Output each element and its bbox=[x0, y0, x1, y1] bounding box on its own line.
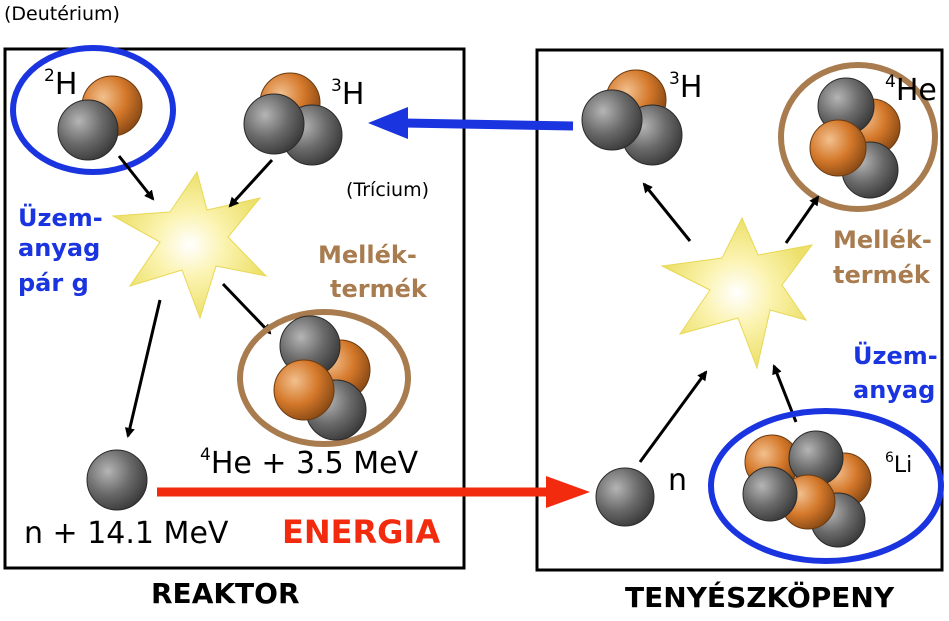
helium-proton bbox=[273, 359, 335, 421]
blanket-frame bbox=[535, 48, 944, 572]
bred-byproduct-label-line2: termék bbox=[833, 261, 931, 289]
flash-to-bred-tritium-arrow bbox=[642, 182, 692, 242]
lithium-fuel-ring bbox=[708, 408, 944, 564]
deuterium-name-label: (Deutérium) bbox=[4, 3, 120, 25]
bred-fuel-label-line1: Üzem- bbox=[853, 340, 938, 370]
bred-helium-byproduct-ring bbox=[778, 62, 938, 212]
byproduct-label-line2: termék bbox=[330, 275, 428, 303]
energy-label: ENERGIA bbox=[282, 513, 440, 551]
blanket-caption: TENYÉSZKÖPENY bbox=[625, 580, 895, 614]
tritium-return-arrowhead bbox=[368, 107, 408, 139]
lithium-neutron bbox=[742, 466, 798, 522]
fuel-pair-label-line3: pár g bbox=[18, 269, 89, 297]
neutron-blanket bbox=[595, 467, 655, 527]
tritium-symbol: 3H bbox=[331, 76, 364, 112]
fuel-pair-label-line2: anyag bbox=[18, 234, 100, 262]
bred-byproduct-label-line1: Mellék- bbox=[833, 226, 932, 254]
tritium-to-flash-arrow bbox=[228, 158, 274, 208]
flash-to-helium-arrow bbox=[221, 282, 272, 335]
bred-tritium-neutron bbox=[581, 89, 643, 151]
deuterium-fuel-ring bbox=[10, 45, 176, 175]
reactor-caption: REAKTOR bbox=[151, 577, 300, 610]
neutron-transfer-arrowhead bbox=[546, 476, 590, 508]
reactor-frame bbox=[3, 47, 466, 570]
flash-to-bred-helium-arrow bbox=[784, 195, 820, 244]
fuel-pair-label-line1: Üzem- bbox=[18, 202, 103, 232]
helium-energy-label: 4He + 3.5 MeV bbox=[200, 445, 419, 481]
tritium-name-label: (Trícium) bbox=[346, 179, 429, 201]
bred-helium-proton bbox=[809, 119, 867, 177]
deuterium-neutron bbox=[57, 99, 119, 161]
lithium-symbol: 6Li bbox=[885, 450, 912, 478]
deuterium-symbol: 2H bbox=[44, 66, 77, 102]
tritium-neutron bbox=[243, 93, 305, 155]
neutron-to-flash-arrow bbox=[638, 370, 708, 463]
neutron-symbol: n bbox=[668, 463, 687, 498]
bred-fuel-label-line2: anyag bbox=[853, 376, 935, 404]
deuterium-to-flash-arrow bbox=[117, 155, 155, 201]
bred-tritium-symbol: 3H bbox=[669, 69, 702, 105]
tritium-return-arrow bbox=[403, 118, 574, 131]
helium-byproduct-ring bbox=[237, 309, 411, 447]
breeding-flash bbox=[660, 216, 814, 370]
neutron-energy-label: n + 14.1 MeV bbox=[24, 516, 229, 551]
flash-to-neutron-arrow bbox=[124, 299, 162, 438]
byproduct-label-line1: Mellék- bbox=[318, 241, 417, 269]
neutron-reactor bbox=[86, 449, 148, 511]
fusion-flash bbox=[111, 170, 268, 320]
bred-helium-symbol: 4He bbox=[885, 72, 937, 108]
